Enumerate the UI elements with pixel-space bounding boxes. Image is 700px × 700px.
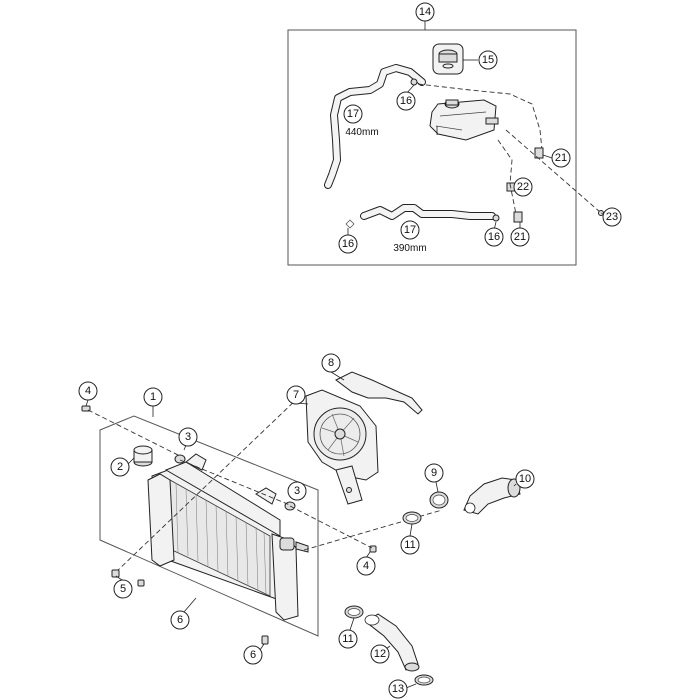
callout-16-top: 16 xyxy=(396,91,416,111)
callout-13: 13 xyxy=(388,679,408,699)
hose-length-upper: 440mm xyxy=(345,127,378,138)
svg-text:11: 11 xyxy=(404,539,415,551)
callout-6-lower: 6 xyxy=(243,645,263,665)
svg-text:23: 23 xyxy=(606,211,618,223)
callout-16-left: 16 xyxy=(338,234,358,254)
callout-17-upper: 17 xyxy=(343,104,363,124)
svg-text:16: 16 xyxy=(342,238,354,250)
svg-text:4: 4 xyxy=(363,560,369,572)
svg-text:6: 6 xyxy=(177,614,183,626)
svg-text:17: 17 xyxy=(404,224,416,236)
svg-text:12: 12 xyxy=(374,648,386,660)
lower-hose-17 xyxy=(360,204,496,220)
hose-clamp-9 xyxy=(429,491,449,509)
coolant-hose-10 xyxy=(463,477,521,515)
callout-10: 10 xyxy=(515,469,535,489)
svg-text:8: 8 xyxy=(328,357,334,369)
radiator-cap xyxy=(133,445,153,467)
svg-text:21: 21 xyxy=(555,152,567,164)
svg-text:9: 9 xyxy=(431,467,437,479)
hose-length-lower: 390mm xyxy=(393,243,426,254)
callout-1: 1 xyxy=(143,387,163,407)
callout-15: 15 xyxy=(478,50,498,70)
fan-shroud xyxy=(335,371,423,415)
group-frame-1 xyxy=(99,415,319,637)
callout-4-right: 4 xyxy=(356,556,376,576)
hose-clamp-16-right xyxy=(492,214,500,222)
svg-text:10: 10 xyxy=(519,473,531,485)
callout-7: 7 xyxy=(286,385,306,405)
svg-text:4: 4 xyxy=(85,385,91,397)
callout-8: 8 xyxy=(321,353,341,373)
fitting-21-lower xyxy=(513,211,523,223)
hose-clamp-13 xyxy=(414,674,434,686)
group-frame-14 xyxy=(287,29,577,266)
callout-3-lower: 3 xyxy=(287,481,307,501)
radiator-core xyxy=(147,453,309,621)
callout-3-upper: 3 xyxy=(178,427,198,447)
coolant-hose-12 xyxy=(364,613,420,672)
upper-hose-17 xyxy=(324,64,426,189)
svg-text:11: 11 xyxy=(342,633,353,645)
callout-11-upper: 11 xyxy=(400,535,420,555)
callout-2: 2 xyxy=(110,457,130,477)
hose-clamp-11-upper xyxy=(402,511,422,525)
callout-21-lower: 21 xyxy=(510,227,530,247)
callout-23: 23 xyxy=(602,207,622,227)
callout-9: 9 xyxy=(424,463,444,483)
callout-17-lower: 17 xyxy=(400,220,420,240)
svg-text:1: 1 xyxy=(150,391,156,403)
hose-clamp-11-lower xyxy=(344,605,364,619)
svg-text:7: 7 xyxy=(293,389,299,401)
callout-22: 22 xyxy=(513,177,533,197)
fitting-21-upper xyxy=(534,147,544,159)
svg-text:3: 3 xyxy=(185,431,191,443)
callout-21-upper: 21 xyxy=(551,148,571,168)
callout-14: 14 xyxy=(415,2,435,22)
hose-clamp-16-top xyxy=(410,78,418,86)
svg-text:16: 16 xyxy=(400,95,412,107)
callout-12: 12 xyxy=(370,644,390,664)
callout-16-right: 16 xyxy=(484,227,504,247)
svg-text:2: 2 xyxy=(117,461,123,473)
screw-4-right xyxy=(369,545,377,553)
expansion-tank-group xyxy=(287,20,613,266)
svg-text:21: 21 xyxy=(514,231,526,243)
svg-text:5: 5 xyxy=(120,583,126,595)
callout-6-upper: 6 xyxy=(170,610,190,630)
radiator-group xyxy=(81,395,443,651)
callout-11-lower: 11 xyxy=(338,629,358,649)
screw-6-lower xyxy=(261,635,269,645)
svg-text:17: 17 xyxy=(347,108,359,120)
svg-text:15: 15 xyxy=(482,54,494,66)
callout-4-top: 4 xyxy=(78,381,98,401)
tank-cap xyxy=(432,43,464,75)
hose-clamp-16-left xyxy=(345,219,355,229)
svg-text:22: 22 xyxy=(517,181,529,193)
svg-text:14: 14 xyxy=(419,6,431,18)
expansion-tank xyxy=(429,99,499,141)
radiator-fan xyxy=(305,389,379,505)
svg-text:16: 16 xyxy=(488,231,500,243)
svg-text:6: 6 xyxy=(250,649,256,661)
svg-text:3: 3 xyxy=(294,485,300,497)
screw-5 xyxy=(111,569,145,587)
callout-5: 5 xyxy=(113,579,133,599)
svg-text:13: 13 xyxy=(392,683,404,695)
